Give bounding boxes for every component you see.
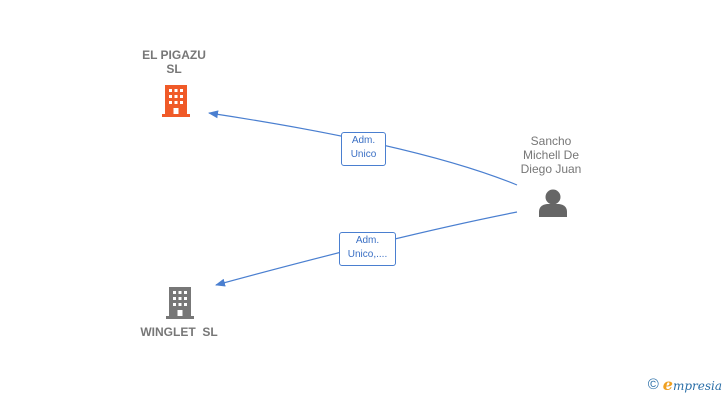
brand-logo[interactable]: empresia	[663, 375, 722, 394]
brand-logo-text: mpresia	[672, 379, 722, 393]
brand-logo-initial: e	[662, 375, 673, 394]
edge-label-role[interactable]: Adm. Unico,....	[339, 232, 396, 266]
building-icon[interactable]	[166, 287, 194, 319]
person-name-line: Sancho	[530, 134, 572, 148]
person-icon[interactable]	[539, 189, 567, 218]
edge-label-role[interactable]: Adm. Unico	[341, 132, 386, 166]
edge-label-line: Adm.	[355, 235, 380, 246]
company-name-line: EL PIGAZU	[142, 48, 206, 62]
company-name-line: WINGLET SL	[140, 325, 218, 339]
edge-label-line: Unico,....	[347, 249, 388, 260]
brand-footer: © empresia	[648, 375, 722, 394]
edge-sancho-el-pigazu	[208, 110, 518, 186]
building-icon[interactable]	[162, 85, 190, 117]
person-name-line: Michell De	[522, 148, 579, 162]
company-name-winglet[interactable]: WINGLET SL	[119, 325, 239, 339]
edge-label-line: Unico	[350, 149, 377, 160]
person-name-sancho[interactable]: Sancho Michell De Diego Juan	[501, 134, 601, 176]
company-name-line: SL	[166, 62, 182, 76]
copyright-symbol: ©	[647, 376, 659, 393]
company-name-el-pigazu[interactable]: EL PIGAZU SL	[124, 48, 224, 76]
person-name-line: Diego Juan	[520, 162, 582, 176]
edge-label-line: Adm.	[351, 135, 376, 146]
